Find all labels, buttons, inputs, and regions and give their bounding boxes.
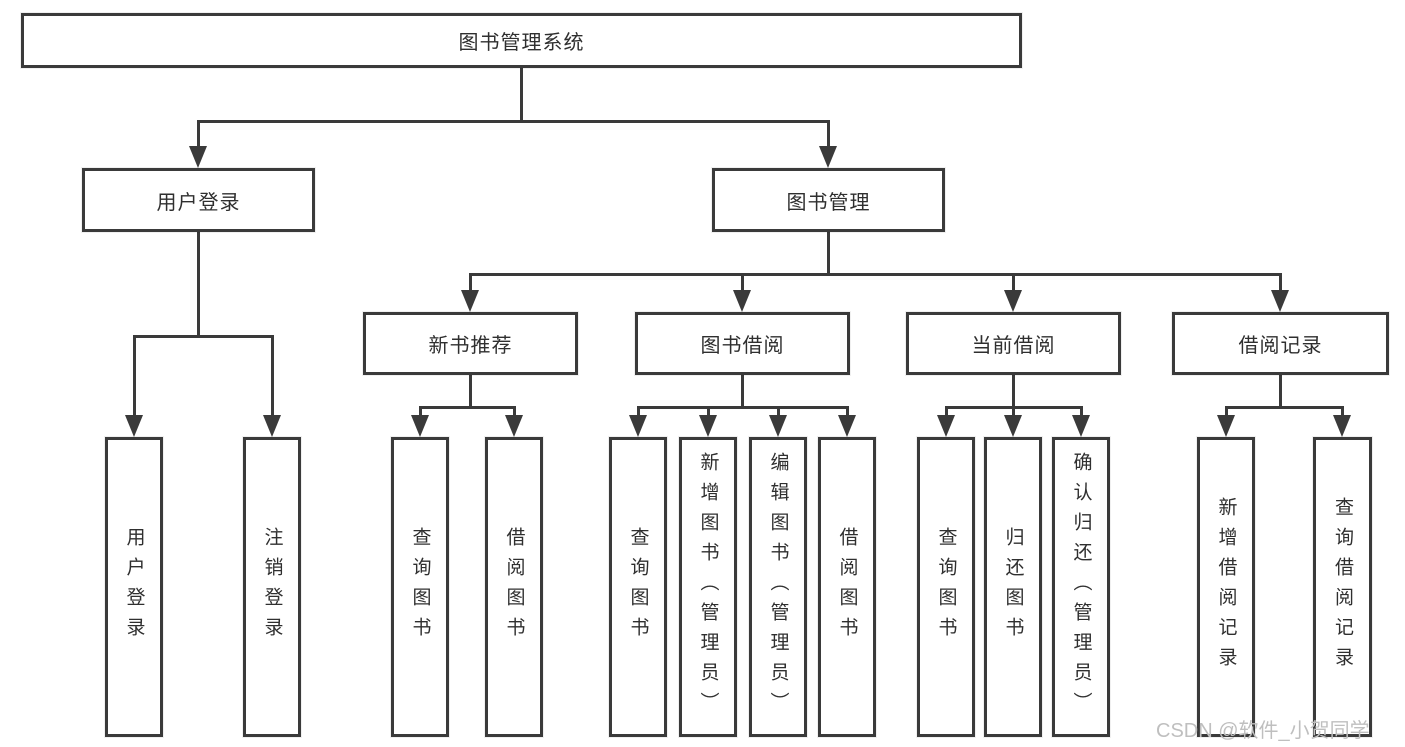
connector-line xyxy=(846,406,849,418)
arrow-down-icon xyxy=(769,415,787,437)
connector-line xyxy=(197,232,200,338)
connector-line xyxy=(1225,406,1343,409)
csdn-watermark: CSDN @软件_小贺同学 xyxy=(1156,720,1370,742)
connector-line xyxy=(827,120,830,149)
leaf-add-borrow-record: 新增借阅记录 xyxy=(1197,437,1255,737)
connector-line xyxy=(419,406,516,409)
connector-line xyxy=(637,406,640,418)
connector-line xyxy=(469,273,472,293)
connector-line xyxy=(469,273,1281,276)
arrow-down-icon xyxy=(838,415,856,437)
leaf-add-book-admin: 新增图书（管理员） xyxy=(679,437,737,737)
connector-line xyxy=(637,406,849,409)
connector-line xyxy=(945,406,948,418)
connector-line xyxy=(827,232,830,276)
arrow-down-icon xyxy=(699,415,717,437)
node-book-management: 图书管理 xyxy=(712,168,945,232)
connector-line xyxy=(1012,406,1015,418)
node-user-login: 用户登录 xyxy=(82,168,315,232)
leaf-logout-login: 注销登录 xyxy=(243,437,301,737)
connector-line xyxy=(271,335,274,417)
arrow-down-icon xyxy=(505,415,523,437)
connector-line xyxy=(777,406,780,418)
connector-line xyxy=(1012,273,1015,293)
leaf-query-books-current: 查询图书 xyxy=(917,437,975,737)
leaf-return-book: 归还图书 xyxy=(984,437,1042,737)
arrow-down-icon xyxy=(629,415,647,437)
connector-line xyxy=(520,68,523,123)
arrow-down-icon xyxy=(1271,290,1289,312)
connector-line xyxy=(197,120,200,149)
arrow-down-icon xyxy=(125,415,143,437)
connector-line xyxy=(1279,375,1282,409)
leaf-borrow-books-recommend: 借阅图书 xyxy=(485,437,543,737)
arrow-down-icon xyxy=(1217,415,1235,437)
connector-line xyxy=(741,375,744,409)
node-borrow-records: 借阅记录 xyxy=(1172,312,1389,375)
connector-line xyxy=(419,406,422,418)
connector-line xyxy=(1279,273,1282,293)
node-book-borrow: 图书借阅 xyxy=(635,312,850,375)
connector-line xyxy=(469,375,472,409)
arrow-down-icon xyxy=(461,290,479,312)
arrow-down-icon xyxy=(733,290,751,312)
connector-line xyxy=(1225,406,1228,418)
connector-line xyxy=(741,273,744,293)
node-root: 图书管理系统 xyxy=(21,13,1022,68)
connector-line xyxy=(133,335,274,338)
arrow-down-icon xyxy=(263,415,281,437)
leaf-query-books-borrow: 查询图书 xyxy=(609,437,667,737)
arrow-down-icon xyxy=(1333,415,1351,437)
leaf-borrow-books: 借阅图书 xyxy=(818,437,876,737)
connector-line xyxy=(197,120,830,123)
arrow-down-icon xyxy=(937,415,955,437)
arrow-down-icon xyxy=(1004,290,1022,312)
arrow-down-icon xyxy=(189,146,207,168)
leaf-user-login: 用户登录 xyxy=(105,437,163,737)
connector-line xyxy=(1080,406,1083,418)
connector-line xyxy=(513,406,516,418)
connector-line xyxy=(1341,406,1344,418)
leaf-confirm-return-admin: 确认归还（管理员） xyxy=(1052,437,1110,737)
leaf-edit-book-admin: 编辑图书（管理员） xyxy=(749,437,807,737)
leaf-query-borrow-record: 查询借阅记录 xyxy=(1313,437,1372,737)
connector-line xyxy=(707,406,710,418)
arrow-down-icon xyxy=(411,415,429,437)
arrow-down-icon xyxy=(819,146,837,168)
node-current-borrow: 当前借阅 xyxy=(906,312,1121,375)
connector-line xyxy=(1012,375,1015,409)
arrow-down-icon xyxy=(1004,415,1022,437)
arrow-down-icon xyxy=(1072,415,1090,437)
node-new-book-recommend: 新书推荐 xyxy=(363,312,578,375)
leaf-query-books-recommend: 查询图书 xyxy=(391,437,449,737)
connector-line xyxy=(133,335,136,417)
